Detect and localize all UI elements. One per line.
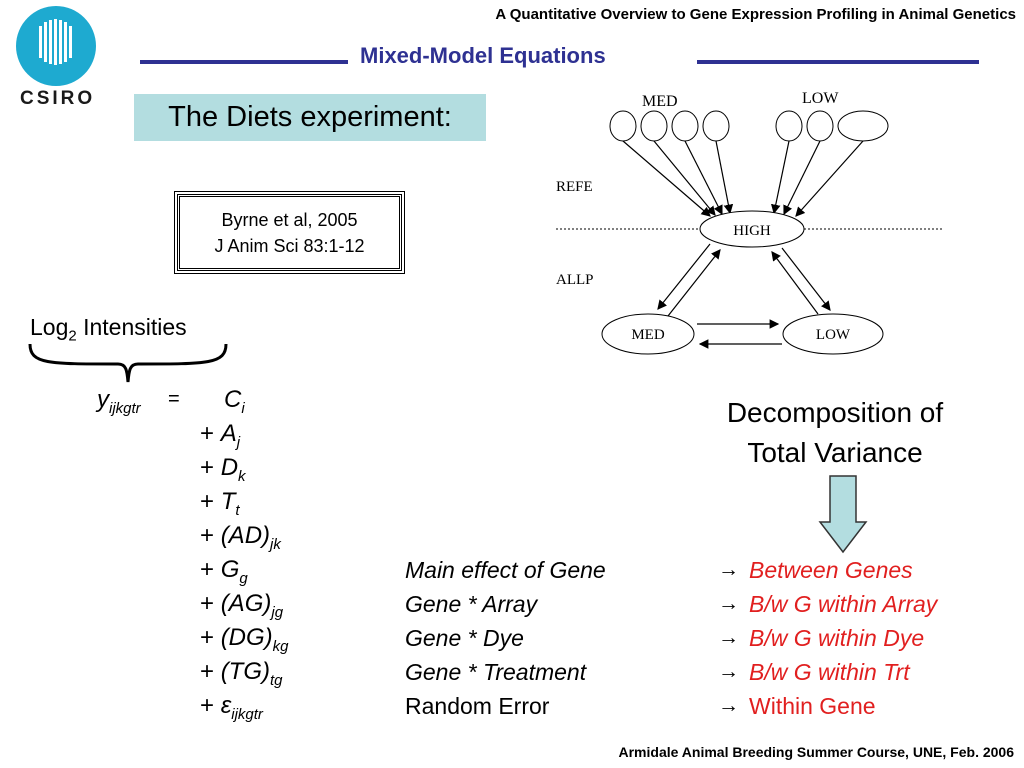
decomposition-line-1: Decomposition of	[726, 397, 944, 428]
node-bottom-low	[782, 313, 884, 355]
term-sub: ijkgtr	[231, 705, 263, 723]
effect-result: B/w G within Array	[749, 591, 938, 617]
reference-line-2: J Anim Sci 83:1-12	[214, 236, 365, 256]
term-symbol: (AD)	[220, 522, 271, 549]
effect-label: Random Error	[405, 693, 550, 719]
sample-node	[837, 110, 889, 142]
arrows-between-nodes	[657, 243, 831, 349]
equation-term: + Gg	[200, 556, 248, 587]
term-prefix: +	[200, 522, 221, 549]
label-top-low: LOW	[802, 90, 839, 107]
sample-node	[609, 110, 637, 142]
term-symbol: G	[220, 556, 240, 583]
section-rule-right	[697, 60, 979, 64]
section-rule-left	[140, 60, 348, 64]
csiro-logo-icon	[16, 6, 96, 86]
label-top-med: MED	[642, 93, 678, 110]
reference-line-1: Byrne et al, 2005	[221, 210, 358, 230]
node-bottom-med	[601, 313, 695, 355]
curly-brace	[28, 343, 228, 383]
equation-term: + (AG)jg	[200, 590, 283, 621]
term-symbol: A	[220, 420, 237, 447]
term-symbol: D	[220, 454, 239, 481]
term-symbol: C	[224, 386, 242, 413]
right-arrow-icon: →	[718, 660, 739, 683]
equals-sign: =	[168, 388, 180, 410]
footer-text: Armidale Animal Breeding Summer Course, …	[618, 744, 1015, 760]
term-sub: j	[236, 433, 241, 451]
slide-heading: The Diets experiment:	[134, 94, 486, 141]
term-sub: k	[238, 467, 246, 485]
effect-result: B/w G within Dye	[749, 625, 925, 651]
presentation-title: A Quantitative Overview to Gene Expressi…	[495, 6, 1016, 23]
equation-term: + Tt	[200, 488, 240, 519]
sample-node	[775, 110, 803, 142]
term-prefix: +	[200, 556, 221, 583]
term-sub: g	[239, 569, 248, 587]
log-label-sub: 2	[68, 327, 77, 345]
decomposition-label: Decomposition of Total Variance	[690, 393, 980, 473]
term-symbol: T	[220, 488, 236, 515]
term-prefix: +	[200, 454, 221, 481]
term-prefix: +	[200, 624, 221, 651]
log-label-prefix: Log	[30, 314, 69, 340]
label-high: HIGH	[733, 223, 771, 239]
reference-box: Byrne et al, 2005 J Anim Sci 83:1-12	[174, 191, 405, 274]
term-symbol: (AG)	[220, 590, 272, 617]
equation-term: + (TG)tg	[200, 658, 283, 689]
term-symbol: ε	[220, 692, 232, 719]
sample-node	[806, 110, 834, 142]
equation-term: + Dk	[200, 454, 246, 485]
csiro-logo	[12, 4, 100, 88]
term-symbol: (DG)	[220, 624, 273, 651]
term-symbol: (TG)	[220, 658, 270, 685]
sample-node	[702, 110, 730, 142]
term-sub: t	[235, 501, 240, 519]
experiment-design-diagram: MED LOW REFE ALLP HIGH MED LOW	[556, 90, 942, 355]
equation-term: + (AD)jk	[200, 522, 281, 553]
label-allp: ALLP	[556, 272, 594, 288]
lhs-subscript: ijkgtr	[109, 399, 141, 417]
label-refe: REFE	[556, 179, 593, 195]
term-prefix: +	[200, 692, 221, 719]
equation-term: Ci	[224, 386, 245, 417]
term-prefix: +	[200, 420, 221, 447]
term-sub: tg	[270, 671, 283, 689]
right-arrow-icon: →	[718, 626, 739, 649]
effect-result: Between Genes	[749, 557, 913, 583]
effect-result: Within Gene	[749, 693, 876, 719]
term-sub: jk	[270, 535, 281, 553]
term-sub: jg	[271, 603, 284, 621]
effect-label: Main effect of Gene	[405, 557, 606, 583]
term-sub: i	[241, 399, 245, 417]
equation-term: + εijkgtr	[200, 692, 263, 723]
equation-lhs: yijkgtr	[97, 386, 141, 417]
term-prefix: +	[200, 658, 221, 685]
right-arrow-icon: →	[718, 558, 739, 581]
log-intensities-label: Log2 Intensities	[30, 314, 187, 345]
right-arrow-icon: →	[718, 592, 739, 615]
effect-label: Gene * Array	[405, 591, 538, 617]
right-arrow-icon: →	[718, 694, 739, 717]
effect-label: Gene * Dye	[405, 625, 524, 651]
equation-term: + Aj	[200, 420, 240, 451]
lhs-symbol: y	[97, 386, 109, 413]
down-arrow-icon	[818, 475, 868, 554]
effect-result: B/w G within Trt	[749, 659, 910, 685]
sample-node	[671, 110, 699, 142]
label-bottom-med: MED	[631, 327, 665, 343]
sample-node	[640, 110, 668, 142]
term-sub: kg	[272, 637, 289, 655]
log-label-suffix: Intensities	[76, 314, 187, 340]
decomposition-line-2: Total Variance	[747, 437, 923, 468]
section-title: Mixed-Model Equations	[360, 43, 606, 68]
label-bottom-low: LOW	[816, 327, 851, 343]
term-prefix: +	[200, 590, 221, 617]
node-high	[699, 210, 805, 248]
equation-term: + (DG)kg	[200, 624, 289, 655]
effect-label: Gene * Treatment	[405, 659, 587, 685]
arrows-to-high	[622, 140, 864, 217]
logo-text: CSIRO	[20, 88, 96, 109]
term-prefix: +	[200, 488, 221, 515]
